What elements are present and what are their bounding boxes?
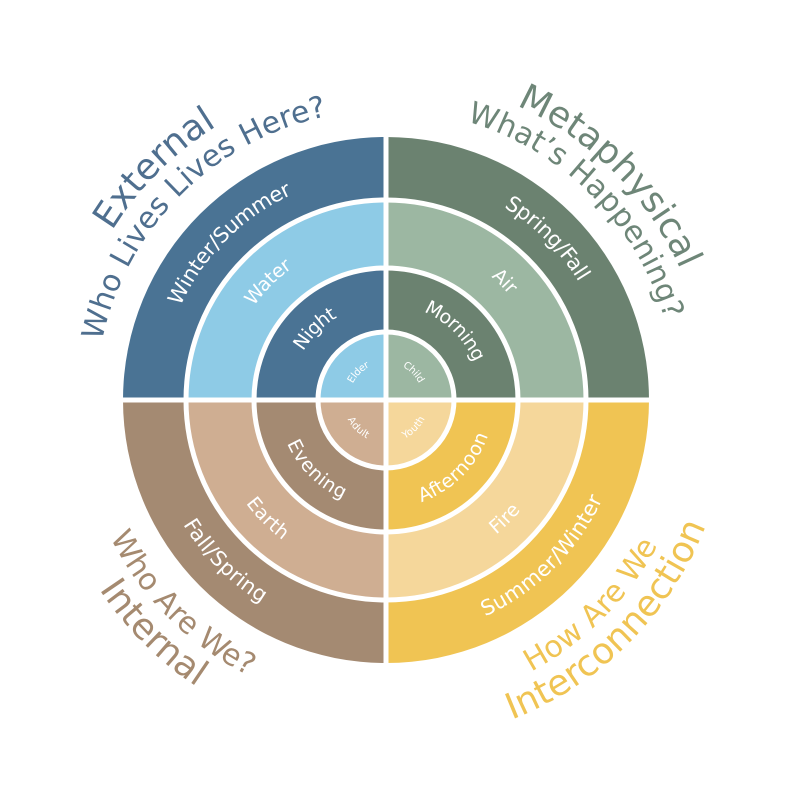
sector-bottom-right-ring-2 xyxy=(386,400,586,600)
sector-top-right-ring-3 xyxy=(386,268,518,400)
sector-top-left-ring-1 xyxy=(123,137,386,400)
sector-bottom-left-ring-4 xyxy=(318,400,386,468)
sector-top-left-ring-4 xyxy=(318,332,386,400)
sector-bottom-right-ring-1 xyxy=(386,400,649,663)
sector-bottom-right-ring-3 xyxy=(386,400,518,532)
sector-bottom-left-ring-1 xyxy=(123,400,386,663)
sector-top-right-ring-1 xyxy=(386,137,649,400)
sector-top-left-ring-2 xyxy=(186,200,386,400)
sector-bottom-left-ring-2 xyxy=(186,400,386,600)
sector-top-right-ring-2 xyxy=(386,200,586,400)
sector-top-right-ring-4 xyxy=(386,332,454,400)
sector-bottom-right-ring-4 xyxy=(386,400,454,468)
wheel-dividers xyxy=(116,130,656,670)
sector-top-left-ring-3 xyxy=(254,268,386,400)
sector-bottom-left-ring-3 xyxy=(254,400,386,532)
wheel-sectors xyxy=(123,137,649,663)
